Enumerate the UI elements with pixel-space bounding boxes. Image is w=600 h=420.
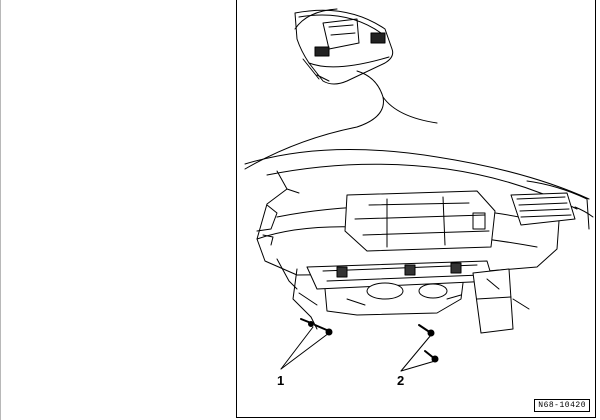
diagram-frame: 1 2 N68-10420 xyxy=(236,0,596,418)
callout-2: 2 xyxy=(397,373,405,388)
figure-code: N68-10420 xyxy=(534,399,590,412)
left-side-parts xyxy=(256,204,318,306)
passenger-airbag-housing xyxy=(344,190,496,252)
dashboard-exploded-view xyxy=(244,8,594,372)
left-page-rule xyxy=(0,0,1,420)
screw-2 xyxy=(418,324,439,363)
right-bracket xyxy=(472,268,530,334)
callout-leaders xyxy=(280,326,436,372)
airbag-module-detail xyxy=(294,8,394,85)
cross-member xyxy=(292,260,494,330)
screw-1 xyxy=(314,324,333,336)
right-vent-module xyxy=(510,192,594,226)
detail-leader-line xyxy=(244,70,384,170)
screw-1b xyxy=(300,318,314,327)
callout-1: 1 xyxy=(277,373,285,388)
